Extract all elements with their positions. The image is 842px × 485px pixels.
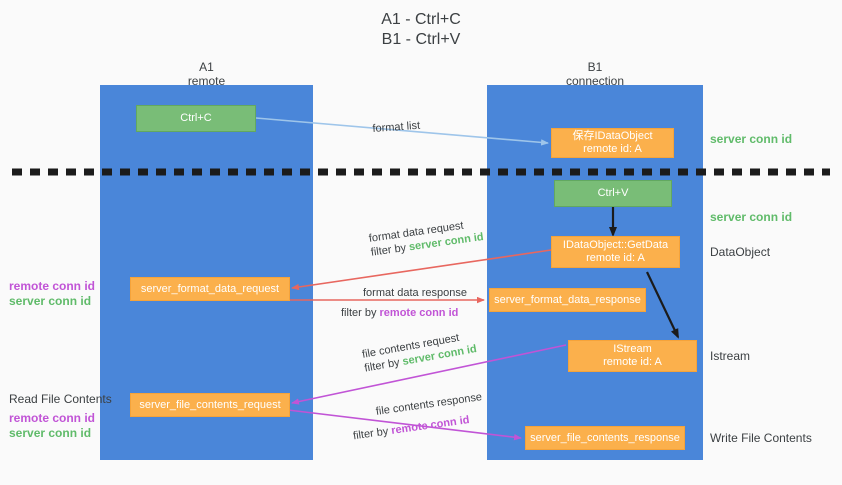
- lane-header-b1: B1 connection: [487, 60, 703, 88]
- box-save-idataobject-line1: 保存IDataObject: [572, 130, 653, 142]
- box-ctrl-v-label: Ctrl+V: [597, 187, 629, 199]
- arrow-file-contents-response: [287, 409, 522, 441]
- lane-a1-name: A1: [199, 60, 214, 74]
- left-label-server-conn-2: server conn id: [9, 426, 92, 440]
- box-istream-line1: IStream: [613, 343, 652, 355]
- arrow-file-contents-request: [291, 344, 567, 405]
- right-label-server-conn-mid: server conn id: [710, 210, 793, 224]
- left-label-group-format: remote conn id server conn id: [9, 279, 95, 309]
- lane-b1-sub: connection: [565, 74, 625, 88]
- left-label-remote-conn-2: remote conn id: [9, 411, 96, 425]
- right-label-istream: Istream: [710, 349, 751, 363]
- left-label-remote-conn-1: remote conn id: [9, 279, 96, 293]
- diagram-title: A1 - Ctrl+C B1 - Ctrl+V: [0, 10, 842, 50]
- box-server-file-contents-request[interactable]: server_file_contents_request: [130, 393, 290, 417]
- box-server-format-data-response[interactable]: server_format_data_response: [489, 288, 646, 312]
- filter-prefix-2: filter by: [341, 307, 380, 319]
- right-label-dataobject: DataObject: [710, 245, 771, 259]
- lane-a1-sub: remote: [187, 74, 226, 88]
- right-label-write-file-contents: Write File Contents: [710, 431, 812, 445]
- arrow-format-list: [255, 117, 549, 146]
- box-server-file-contents-response[interactable]: server_file_contents_response: [525, 426, 685, 450]
- box-ctrl-v[interactable]: Ctrl+V: [554, 180, 672, 207]
- edge-label-format-data-response-text: format data response: [363, 287, 467, 299]
- left-label-server-conn-1: server conn id: [9, 294, 92, 308]
- box-idataobject-getdata[interactable]: IDataObject::GetData remote id: A: [551, 236, 680, 268]
- lane-b1-name: B1: [587, 60, 603, 74]
- title-line-2: B1 - Ctrl+V: [381, 31, 461, 48]
- box-ctrl-c-label: Ctrl+C: [180, 112, 212, 124]
- box-save-idataobject-line2: remote id: A: [583, 143, 642, 155]
- arrow-format-data-request: [291, 249, 552, 291]
- box-istream[interactable]: IStream remote id: A: [568, 340, 697, 372]
- edge-label-format-data-response-filter: filter by remote conn id: [341, 306, 467, 320]
- edge-label-format-list-text: format list: [372, 119, 421, 135]
- title-line-1: A1 - Ctrl+C: [381, 11, 461, 28]
- box-server-format-data-request-label: server_format_data_request: [140, 282, 280, 295]
- filter-key-remote-conn-1: remote conn id: [379, 307, 459, 319]
- arrow-getdata-to-istream: [646, 271, 679, 339]
- box-server-format-data-request[interactable]: server_format_data_request: [130, 277, 290, 301]
- lane-header-a1: A1 remote: [100, 60, 313, 88]
- box-server-format-data-response-label: server_format_data_response: [494, 293, 641, 306]
- box-getdata-line2: remote id: A: [586, 252, 645, 264]
- box-save-idataobject[interactable]: 保存IDataObject remote id: A: [551, 128, 674, 158]
- edge-label-format-data-response: format data response filter by remote co…: [341, 286, 467, 320]
- box-server-file-contents-request-label: server_file_contents_request: [139, 398, 281, 411]
- left-label-read-file-contents: Read File Contents: [9, 392, 112, 406]
- left-label-group-file: remote conn id server conn id: [9, 411, 95, 441]
- box-getdata-line1: IDataObject::GetData: [562, 239, 669, 251]
- box-server-file-contents-response-label: server_file_contents_response: [530, 431, 680, 444]
- box-ctrl-c[interactable]: Ctrl+C: [136, 105, 256, 132]
- box-istream-line2: remote id: A: [603, 356, 662, 368]
- right-label-server-conn-top: server conn id: [710, 132, 793, 146]
